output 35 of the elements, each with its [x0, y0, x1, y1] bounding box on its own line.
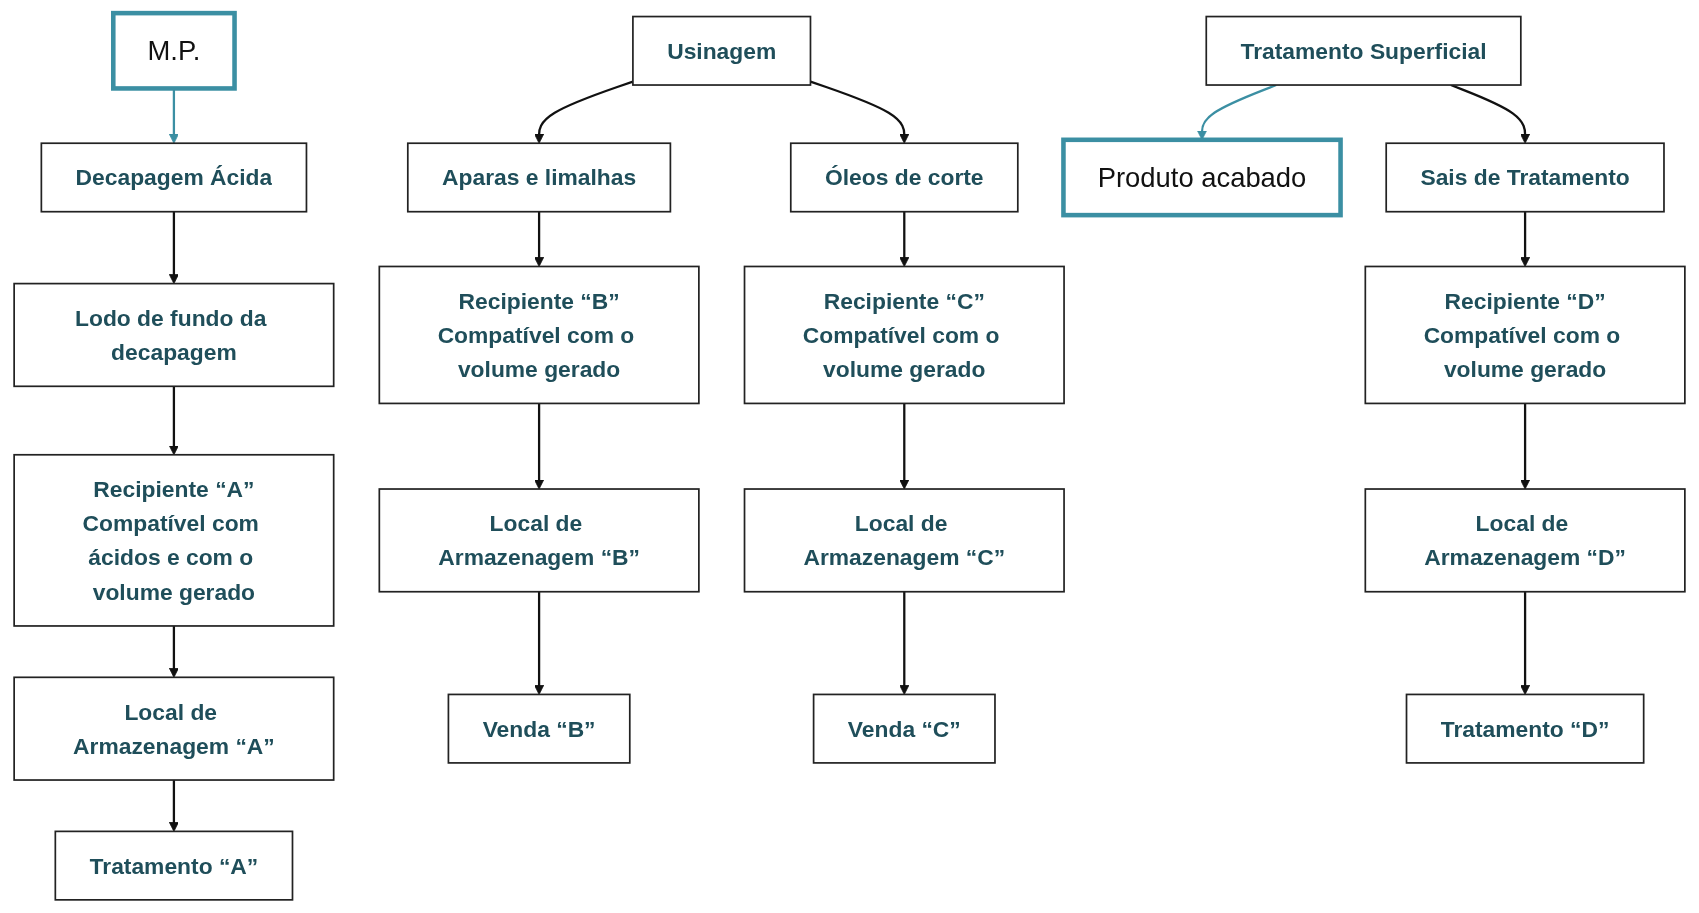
- arrow: [534, 211, 545, 267]
- arrow: [168, 625, 179, 678]
- arrow: [1520, 591, 1531, 695]
- arrow: [168, 211, 179, 285]
- node-box: Venda “C”: [812, 693, 996, 764]
- node-box: Tratamento “A”: [54, 830, 294, 901]
- node-box: Óleos de corte: [789, 142, 1019, 213]
- node-box: Local de Armazenagem “D”: [1364, 488, 1686, 593]
- node-box: Venda “B”: [447, 693, 631, 764]
- node-box: Tratamento “D”: [1405, 693, 1645, 764]
- node-box: Tratamento Superficial: [1205, 15, 1522, 86]
- node-box: Local de Armazenagem “A”: [13, 676, 335, 781]
- arrow: [899, 403, 910, 490]
- node-box: Recipiente “C” Compatível com o volume gerado: [743, 265, 1065, 405]
- node-box: Local de Armazenagem “B”: [378, 488, 700, 593]
- node-box: Usinagem: [632, 15, 812, 86]
- node-box: Recipiente “A” Compatível com ácidos e com o volume gerado: [13, 453, 335, 627]
- arrow: [168, 780, 179, 832]
- arrow: [810, 80, 910, 144]
- node-box: Recipiente “B” Compatível com o volume gerado: [378, 265, 700, 405]
- node-box: Sais de Tratamento: [1385, 142, 1665, 213]
- node-box: Produto acabado: [1061, 137, 1343, 218]
- arrow: [534, 403, 545, 490]
- node-box: M.P.: [111, 10, 237, 91]
- arrow: [899, 211, 910, 267]
- arrow: [1520, 403, 1531, 490]
- arrow: [899, 591, 910, 695]
- node-box: Lodo de fundo da decapagem: [13, 282, 335, 388]
- arrow: [534, 591, 545, 695]
- node-box: Decapagem Ácida: [40, 142, 308, 213]
- arrow: [1520, 211, 1531, 267]
- node-box: Local de Armazenagem “C”: [743, 488, 1065, 593]
- node-box: Recipiente “D” Compatível com o volume gerado: [1364, 265, 1686, 405]
- node-box: Aparas e limalhas: [406, 142, 672, 213]
- arrow: [168, 386, 179, 456]
